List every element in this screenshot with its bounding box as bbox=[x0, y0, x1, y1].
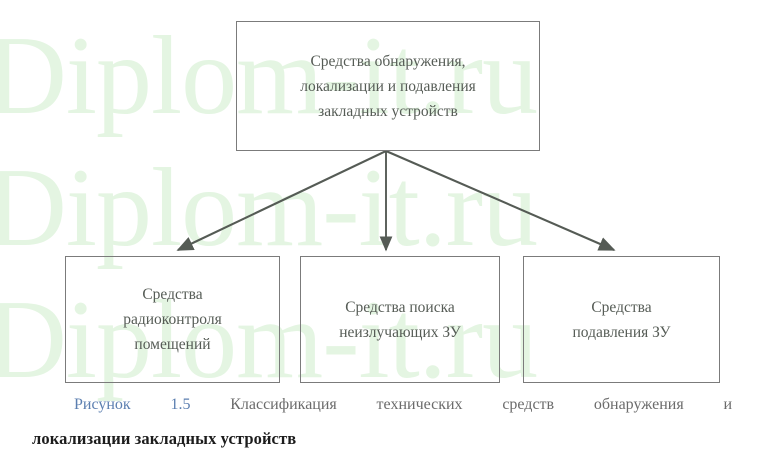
node-search-nonemitting: Средства поиска неизлучающих ЗУ bbox=[300, 256, 500, 383]
figure-caption: Рисунок 1.5 Классификация технических ср… bbox=[32, 392, 732, 451]
watermark-text: Diplom-it.ru bbox=[0, 146, 538, 270]
caption-line-2: локализации закладных устройств bbox=[32, 429, 297, 448]
caption-number: Рисунок 1.5 bbox=[74, 396, 191, 413]
node-suppression-label: Средства подавления ЗУ bbox=[572, 298, 671, 341]
arrow-to-suppress bbox=[385, 150, 616, 251]
node-radiocontrol-label: Средства радиоконтроля помещений bbox=[123, 286, 222, 353]
arrow-to-radio bbox=[176, 150, 387, 251]
caption-text: Классификация технических средств обнару… bbox=[230, 396, 732, 413]
caption-line-1: Рисунок 1.5 Классификация технических ср… bbox=[32, 392, 732, 418]
node-root: Средства обнаружения, локализации и пода… bbox=[236, 21, 540, 151]
node-radiocontrol: Средства радиоконтроля помещений bbox=[65, 256, 280, 383]
node-search-nonemitting-label: Средства поиска неизлучающих ЗУ bbox=[339, 298, 461, 341]
node-suppression: Средства подавления ЗУ bbox=[523, 256, 720, 383]
node-root-label: Средства обнаружения, локализации и пода… bbox=[300, 52, 476, 120]
